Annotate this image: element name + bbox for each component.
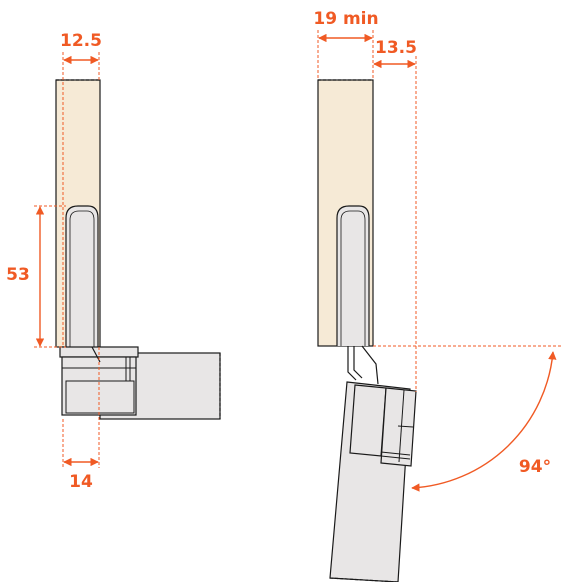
right-mount-line-d [398,389,405,463]
right-angle-arc [411,351,557,492]
right-hinge-view: 19 min 13.5 94° [313,9,562,582]
left-hinge-cup-inner [69,210,95,347]
right-open-door-dashed-end [329,577,399,582]
right-mount-block [349,384,387,457]
right-min-width-label: 19 min [313,9,378,29]
left-hinge-view: 12.5 53 14 [6,31,221,492]
right-angle-label: 94° [519,457,551,477]
right-hinge-link-a [347,346,357,381]
left-hinge-plate [61,356,137,416]
right-overlay-label: 13.5 [375,38,417,58]
left-hinge-plate-inner [65,380,135,414]
right-hinge-link-c [361,345,379,385]
right-mount-line-a [397,425,414,428]
left-bottom-width-label: 14 [69,472,93,492]
right-hinge-cup [336,205,370,346]
right-hinge-link-b [353,346,363,379]
right-mount-line-c [380,455,411,460]
right-hinge-cup-inner [340,210,366,346]
left-top-width-label: 12.5 [60,31,102,51]
left-height-label: 53 [6,265,30,285]
right-mount-line-b [380,451,411,456]
right-mount-plate [380,387,417,467]
left-hinge-cup [65,205,99,347]
